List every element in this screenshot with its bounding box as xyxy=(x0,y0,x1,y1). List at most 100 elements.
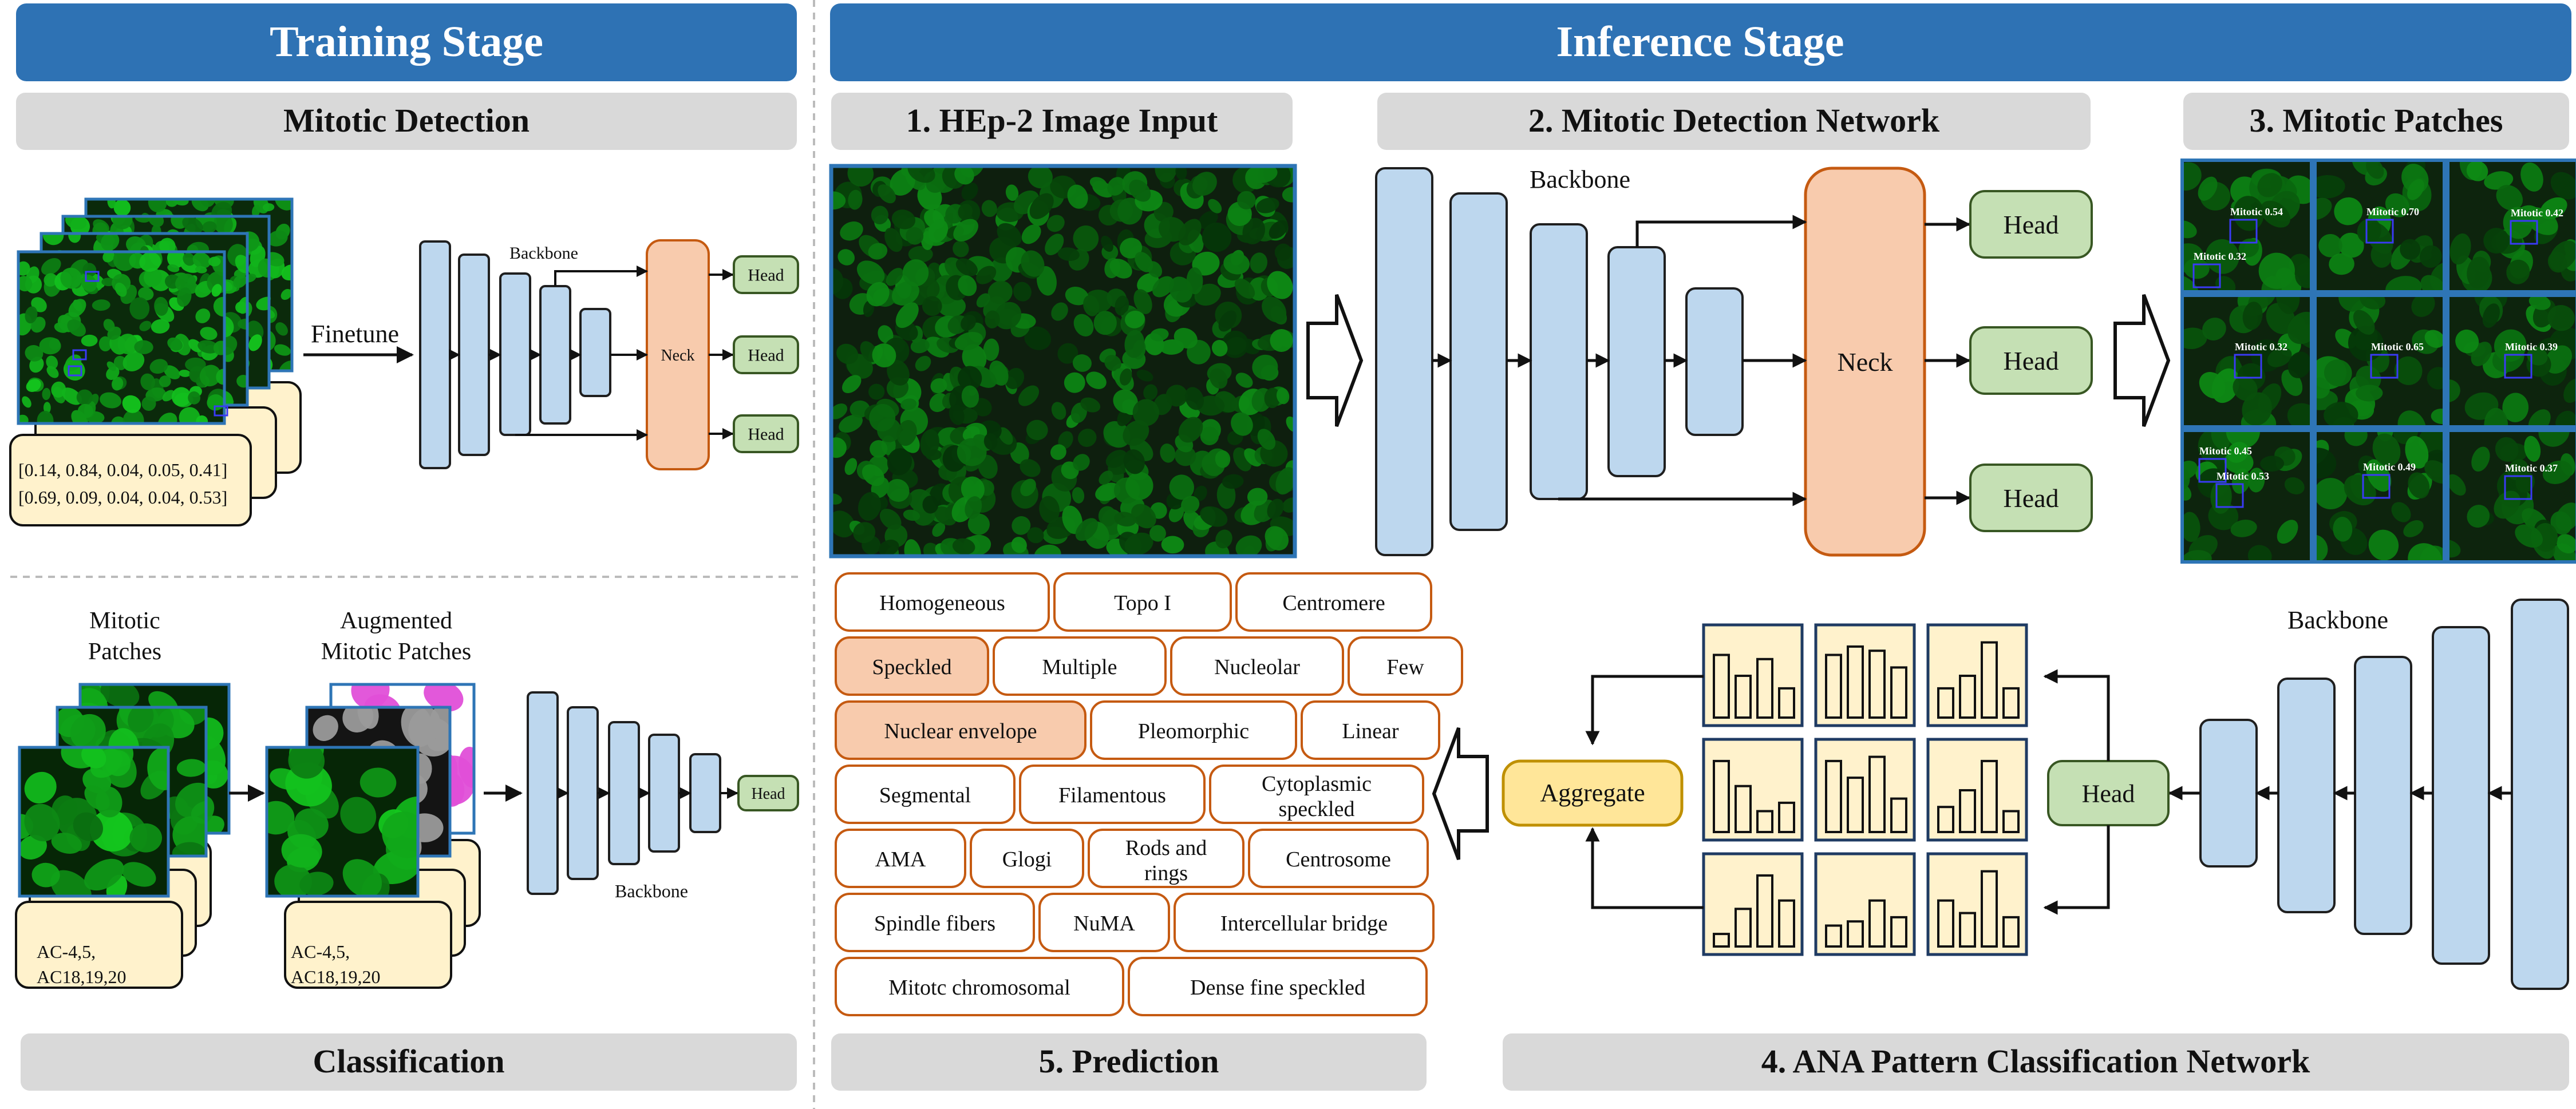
cell xyxy=(925,449,942,461)
prediction-chip xyxy=(835,829,966,888)
cell xyxy=(965,496,982,519)
cell xyxy=(932,522,946,537)
prediction-label-line1: Cytoplasmic xyxy=(1262,772,1372,796)
cell xyxy=(183,252,195,266)
histogram-bar xyxy=(2002,687,2020,719)
train-class-block-5 xyxy=(689,753,721,833)
cell xyxy=(844,458,858,476)
cell xyxy=(848,189,863,210)
training-classification-network: Head xyxy=(527,691,799,895)
hep2-cells xyxy=(829,164,1297,559)
cell xyxy=(258,258,269,278)
cell xyxy=(983,338,999,361)
class-card-left-text-2: AC18,19,20 xyxy=(37,967,126,987)
prediction-chip-selected xyxy=(835,636,989,696)
cell xyxy=(274,344,291,356)
prediction-chip xyxy=(1038,893,1170,952)
cell xyxy=(2549,240,2576,271)
prediction-label: Segmental xyxy=(879,783,971,807)
cell xyxy=(2182,327,2207,350)
cell xyxy=(1132,399,1159,426)
cell xyxy=(2230,520,2257,537)
prediction-label: AMA xyxy=(875,847,926,872)
cell xyxy=(167,264,180,272)
image-border xyxy=(829,164,1297,559)
inf-backbone-block-4 xyxy=(1607,246,1666,477)
cell xyxy=(139,252,161,272)
cell xyxy=(1184,387,1204,410)
cell xyxy=(1073,314,1094,337)
cell xyxy=(2407,179,2424,200)
cell xyxy=(2356,385,2383,402)
prediction-label: Few xyxy=(1386,655,1424,679)
cell xyxy=(2205,239,2239,274)
cell xyxy=(2563,378,2576,403)
cell xyxy=(2506,259,2530,284)
cell xyxy=(2315,389,2338,410)
cell xyxy=(1264,387,1281,409)
cell xyxy=(886,268,903,286)
cell xyxy=(2258,252,2295,289)
cell xyxy=(1174,328,1198,349)
cell xyxy=(313,715,338,741)
cell xyxy=(1165,385,1188,407)
cell xyxy=(1099,470,1113,485)
cell xyxy=(2372,433,2401,467)
cell xyxy=(853,522,876,544)
hollow-arrow-2 xyxy=(2113,294,2171,427)
cell xyxy=(200,327,218,340)
cell xyxy=(100,684,140,708)
cell xyxy=(841,375,862,394)
patch-detection-label: Mitotic 0.32 xyxy=(2194,251,2246,262)
cell xyxy=(2242,302,2263,330)
cell xyxy=(1103,421,1131,448)
prediction-chip xyxy=(993,636,1167,696)
cell xyxy=(2348,326,2384,362)
cell xyxy=(1186,267,1203,295)
cell xyxy=(1072,354,1092,372)
cell xyxy=(68,233,81,243)
cell xyxy=(837,249,855,266)
training-banner xyxy=(16,3,797,81)
cell xyxy=(77,403,93,418)
cell xyxy=(129,823,163,853)
cell xyxy=(1065,286,1089,306)
cell xyxy=(2315,377,2330,399)
cell xyxy=(1018,385,1040,406)
cell xyxy=(836,343,859,365)
cell xyxy=(1178,417,1203,443)
inf-class-block-2 xyxy=(2432,626,2490,965)
cell xyxy=(100,392,121,409)
image-border xyxy=(265,746,420,898)
cell xyxy=(1021,224,1041,244)
cell xyxy=(1021,250,1045,277)
prediction-chip xyxy=(1128,957,1428,1016)
cell xyxy=(134,340,153,354)
histogram-bar xyxy=(1981,759,1998,834)
cell xyxy=(1062,505,1083,534)
patch-detection-label: Mitotic 0.39 xyxy=(2505,341,2558,352)
inf-class-block-3 xyxy=(2354,656,2412,935)
cell xyxy=(43,402,51,414)
cell xyxy=(890,169,915,196)
cell xyxy=(967,513,990,535)
train-class-block-3 xyxy=(608,721,640,865)
cell xyxy=(92,299,110,311)
cell xyxy=(68,299,86,318)
cell xyxy=(2242,392,2272,426)
cell xyxy=(188,391,200,405)
mitotic-patch-2 xyxy=(2313,159,2446,294)
cell xyxy=(1119,237,1143,259)
cell xyxy=(1124,532,1153,556)
prediction-label-line2: speckled xyxy=(1279,797,1355,821)
cell xyxy=(2494,490,2520,519)
cell xyxy=(983,433,998,450)
cell xyxy=(2431,409,2444,425)
cell xyxy=(211,284,222,297)
step3-header xyxy=(2183,93,2569,150)
cell xyxy=(139,320,152,331)
cell xyxy=(2315,447,2337,479)
cell xyxy=(340,797,377,834)
inference-banner-title: Inference Stage xyxy=(1556,18,1844,66)
